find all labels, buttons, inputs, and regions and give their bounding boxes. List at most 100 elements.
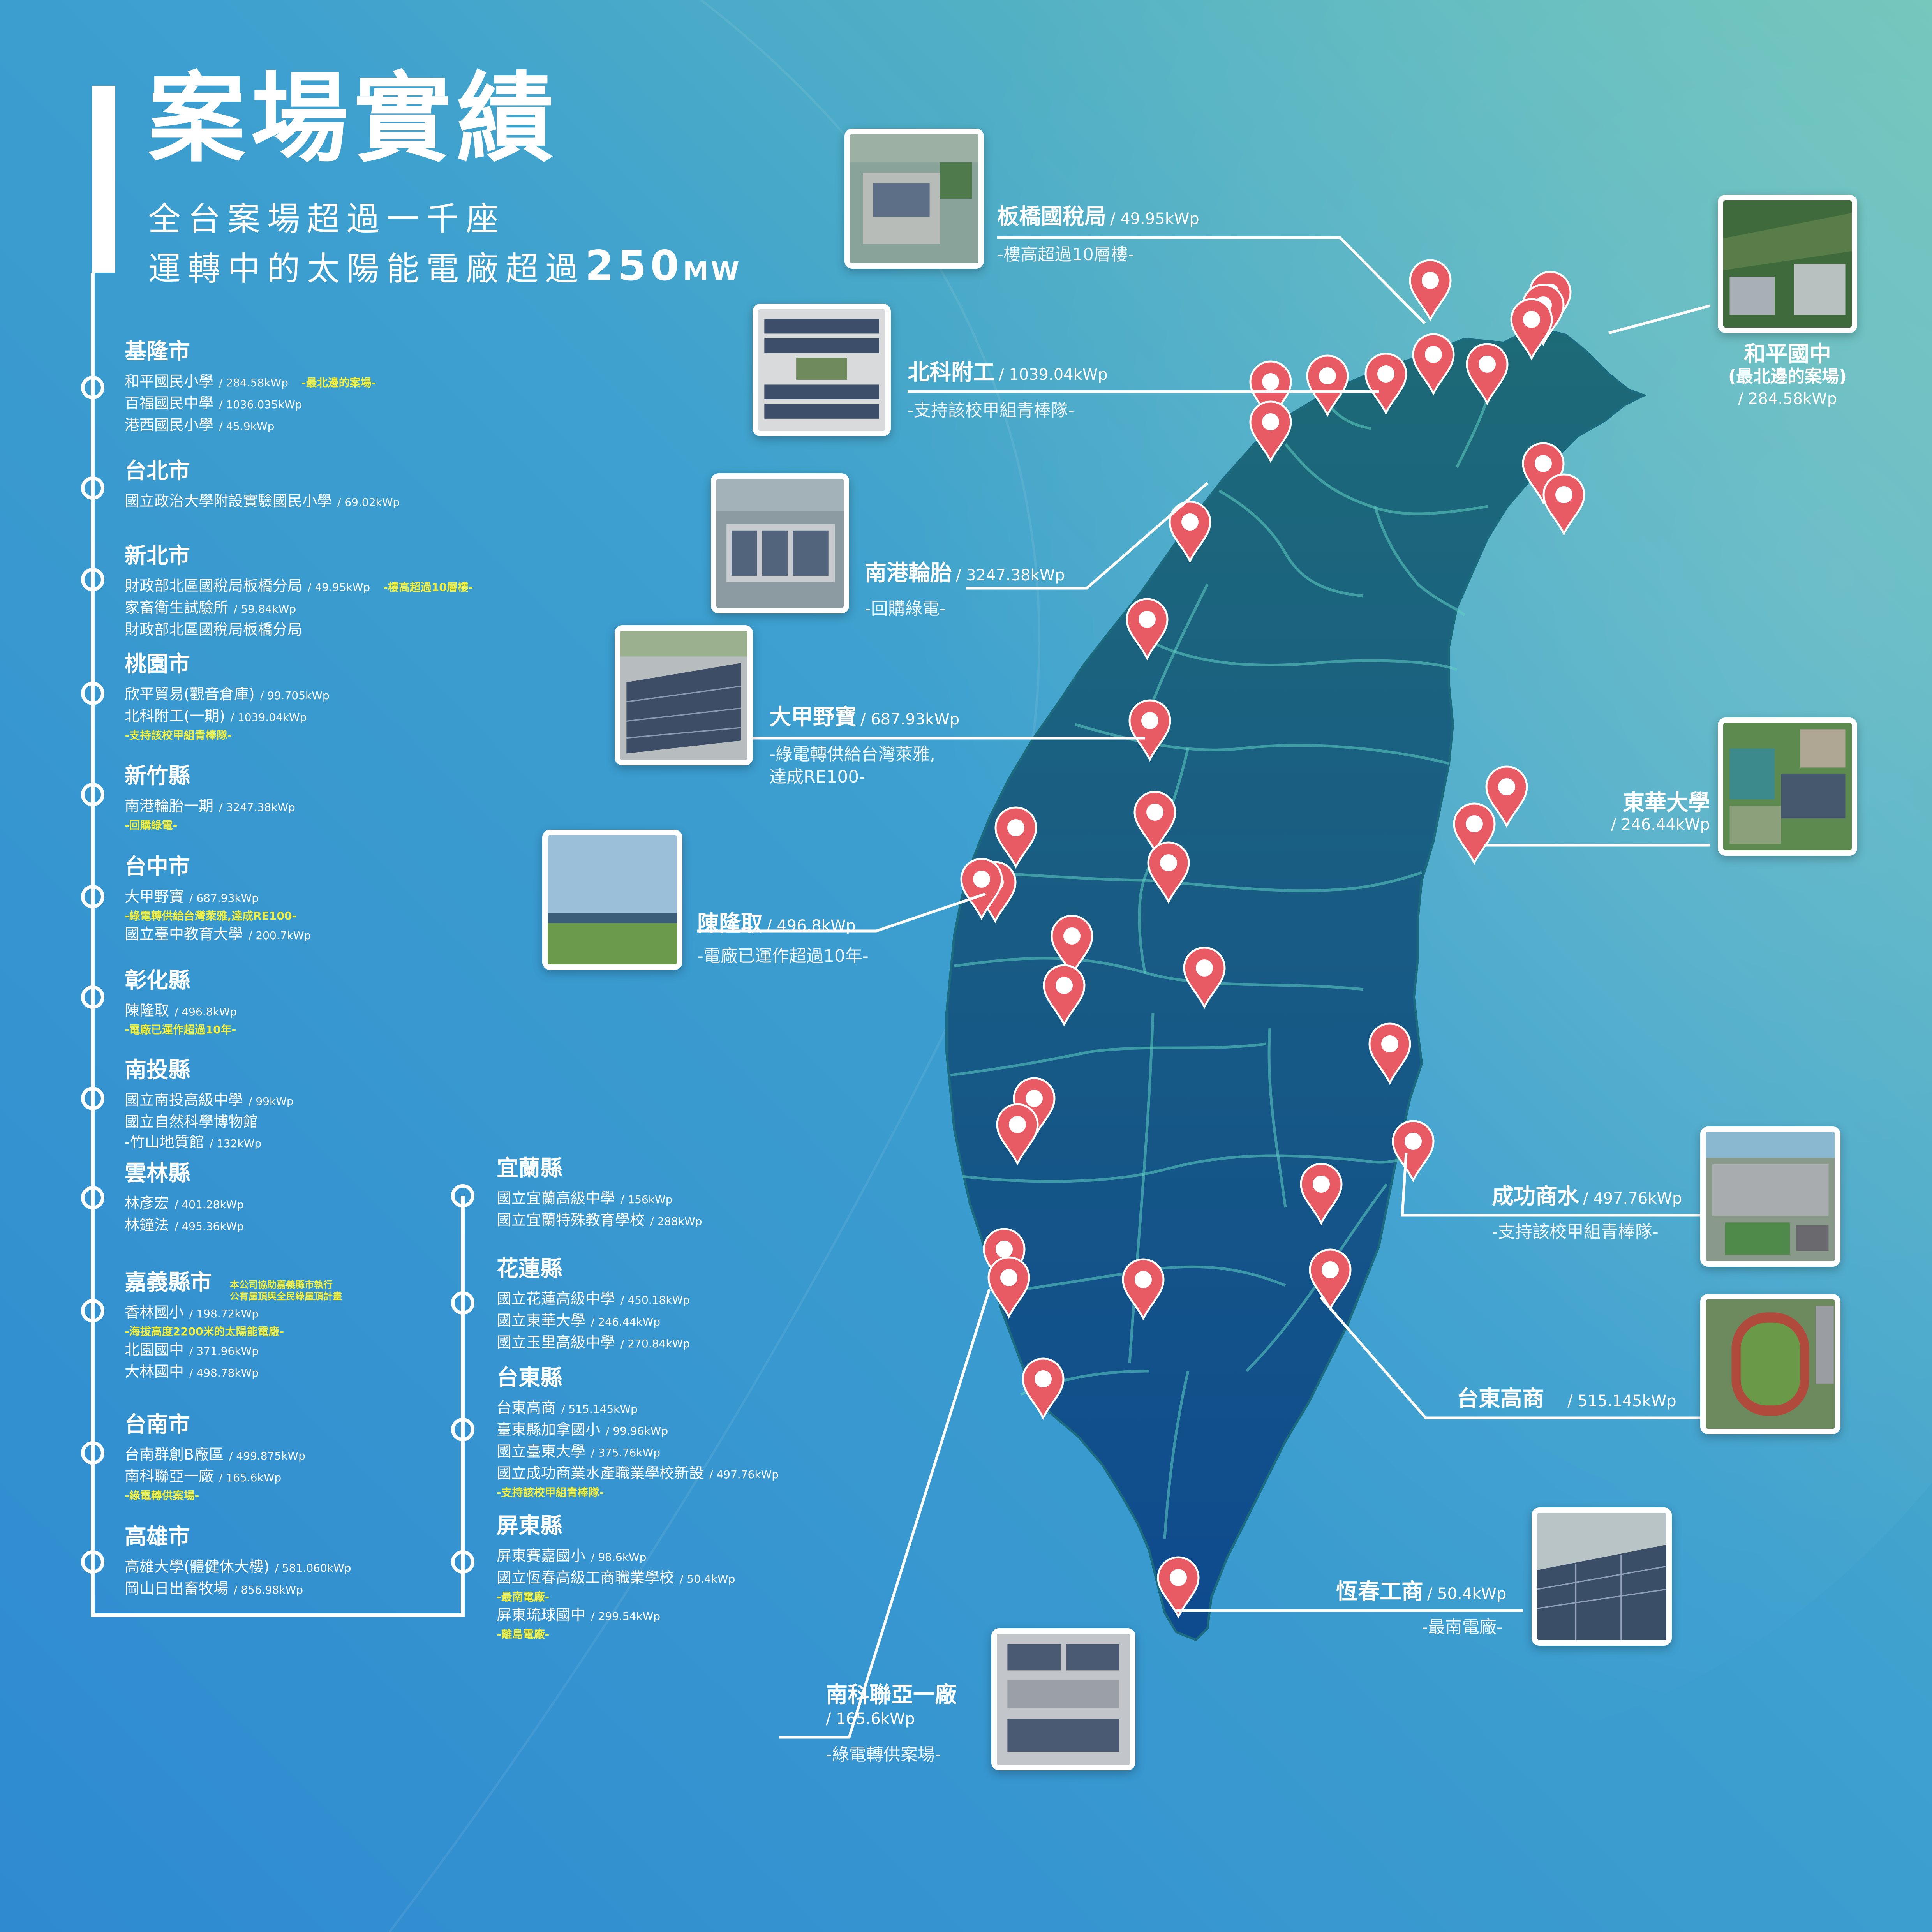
region-note: -支持該校甲組青棒隊- (497, 1486, 604, 1499)
site-name: 屏東琉球國中 (497, 1606, 586, 1624)
region-note: -電廠已運作超過10年- (125, 1023, 236, 1036)
location-pin-icon[interactable] (987, 1256, 1030, 1319)
callout-nangang: 南港輪胎/ 3247.38kWp -回購綠電- (865, 561, 1065, 619)
site-capacity: / 497.76kWp (709, 1468, 779, 1481)
region-name: 花蓮縣 (497, 1256, 562, 1282)
site-row: 國立南投高級中學 / 99kWp (125, 1090, 294, 1112)
site-name: 國立花蓮高級中學 (497, 1290, 615, 1307)
region-note: -綠電轉供給台灣萊雅,達成RE100- (125, 910, 297, 922)
pin-layer (960, 259, 1585, 1619)
location-pin-icon[interactable] (1542, 473, 1585, 536)
timeline-node (81, 376, 104, 399)
timeline-node (451, 1550, 474, 1574)
location-pin-icon[interactable] (1485, 765, 1528, 828)
photo-nangang (711, 473, 849, 613)
site-capacity: / 132kWp (209, 1137, 262, 1150)
location-pin-icon[interactable] (1122, 1258, 1165, 1321)
location-pin-icon[interactable] (1126, 598, 1169, 661)
site-capacity: / 284.58kWp (219, 376, 288, 389)
region-note: -海拔高度2200米的太陽能電廠- (125, 1325, 284, 1338)
timeline-node (81, 1299, 104, 1322)
region-name: 新竹縣 (125, 763, 190, 789)
location-pin-icon[interactable] (1392, 1120, 1435, 1183)
site-row: 南科聯亞一廠/ 165.6kWp (125, 1466, 305, 1488)
photo-banqiao (844, 129, 984, 269)
site-name: 百福國民中學 (125, 395, 214, 412)
location-pin-icon[interactable] (1306, 354, 1349, 417)
site-row: 財政部北區國稅局板橋分局/ 49.95kWp-樓高超過10層樓- (125, 576, 473, 598)
location-pin-icon[interactable] (1453, 802, 1496, 865)
site-row: 屏東琉球國中/ 299.54kWp (497, 1605, 735, 1627)
region-name: 高雄市 (125, 1524, 190, 1549)
site-row: 林彥宏/ 401.28kWp (125, 1193, 244, 1215)
location-pin-icon[interactable] (1510, 298, 1553, 361)
site-name: 大林國中 (125, 1363, 184, 1380)
location-pin-icon[interactable] (1368, 1022, 1411, 1085)
site-row: 高雄大學(體健休大樓)/ 581.060kWp (125, 1557, 351, 1578)
site-capacity: / 856.98kWp (234, 1583, 303, 1596)
location-pin-icon[interactable] (1300, 1163, 1343, 1225)
site-row: 國立宜蘭特殊教育學校/ 288kWp (497, 1210, 702, 1232)
timeline-node (81, 1441, 104, 1465)
location-pin-icon[interactable] (1412, 333, 1455, 396)
photo-chenggong (1700, 1126, 1840, 1267)
site-name: 臺東縣加拿國小 (497, 1421, 601, 1438)
site-capacity: / 450.18kWp (620, 1294, 690, 1306)
site-row: 台南群創B廠區/ 499.875kWp (125, 1444, 305, 1466)
site-capacity: / 401.28kWp (175, 1198, 244, 1211)
region-note: -支持該校甲組青棒隊- (125, 729, 232, 742)
timeline-node (81, 783, 104, 806)
location-pin-icon[interactable] (1466, 343, 1509, 405)
location-pin-icon[interactable] (1051, 915, 1093, 977)
location-pin-icon[interactable] (1128, 699, 1171, 762)
site-name: 國立南投高級中學 (125, 1091, 243, 1109)
site-row: 國立恆春高級工商職業學校/ 50.4kWp (497, 1567, 735, 1589)
location-pin-icon[interactable] (1249, 400, 1292, 463)
callout-banqiao: 板橋國稅局/ 49.95kWp -樓高超過10層樓- (997, 204, 1199, 265)
site-row: 財政部北區國稅局板橋分局 (125, 619, 473, 640)
site-name: 林鐘法 (125, 1216, 169, 1234)
site-row: 國立東華大學/ 246.44kWp (497, 1310, 690, 1332)
subtitle-number: 250 (585, 242, 683, 290)
location-pin-icon[interactable] (1522, 442, 1565, 505)
site-name: 北科附工(一期) (125, 707, 225, 724)
location-pin-icon[interactable] (1157, 1556, 1200, 1619)
site-capacity: / 99kWp (249, 1095, 294, 1108)
site-note: -樓高超過10層樓- (383, 581, 473, 594)
location-pin-icon[interactable] (1022, 1357, 1065, 1420)
location-pin-icon[interactable] (1133, 791, 1176, 853)
location-pin-icon[interactable] (996, 1103, 1039, 1166)
site-row: 家畜衛生試驗所/ 59.84kWp (125, 598, 473, 619)
region-name: 新北市 (125, 543, 190, 569)
timeline-node (81, 1087, 104, 1110)
site-name: -竹山地質館 (125, 1133, 204, 1151)
location-pin-icon[interactable] (1043, 964, 1086, 1027)
site-capacity: / 270.84kWp (620, 1337, 690, 1350)
location-pin-icon[interactable] (994, 806, 1037, 869)
site-capacity: / 288kWp (650, 1215, 702, 1228)
site-row: 國立臺東大學/ 375.76kWp (497, 1441, 779, 1463)
site-row: 臺東縣加拿國小/ 99.96kWp (497, 1419, 779, 1441)
region-name: 屏東縣 (497, 1513, 562, 1539)
timeline-node (81, 885, 104, 908)
location-pin-icon[interactable] (1309, 1248, 1352, 1311)
site-name: 國立玉里高級中學 (497, 1334, 615, 1351)
site-capacity: / 515.145kWp (561, 1403, 638, 1416)
site-capacity: / 156kWp (620, 1193, 673, 1206)
photo-chen (542, 830, 682, 970)
site-name: 國立宜蘭高級中學 (497, 1190, 615, 1207)
site-row: 和平國民小學/ 284.58kWp-最北邊的案場- (125, 371, 376, 393)
site-name: 家畜衛生試驗所 (125, 599, 229, 616)
location-pin-icon[interactable] (1183, 947, 1226, 1009)
site-name: 台東高商 (497, 1399, 556, 1416)
location-pin-icon[interactable] (1364, 353, 1407, 415)
location-pin-icon[interactable] (1147, 841, 1190, 904)
site-capacity: / 499.875kWp (229, 1449, 305, 1462)
location-pin-icon[interactable] (960, 858, 1003, 920)
site-name: 香林國小 (125, 1304, 184, 1321)
site-name: 國立成功商業水產職業學校新設 (497, 1465, 704, 1482)
